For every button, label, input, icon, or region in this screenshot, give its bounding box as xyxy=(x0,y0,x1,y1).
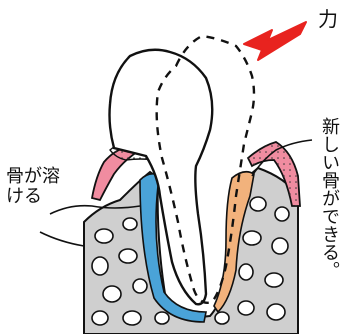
bone-dissolves-label: 骨が溶ける xyxy=(6,167,60,207)
force-arrow-icon xyxy=(244,22,306,60)
new-bone-forms-label: 新しい骨ができる。 xyxy=(318,117,340,279)
force-label: 力 xyxy=(318,9,338,29)
dissolve-callout-line-lower xyxy=(40,232,84,246)
